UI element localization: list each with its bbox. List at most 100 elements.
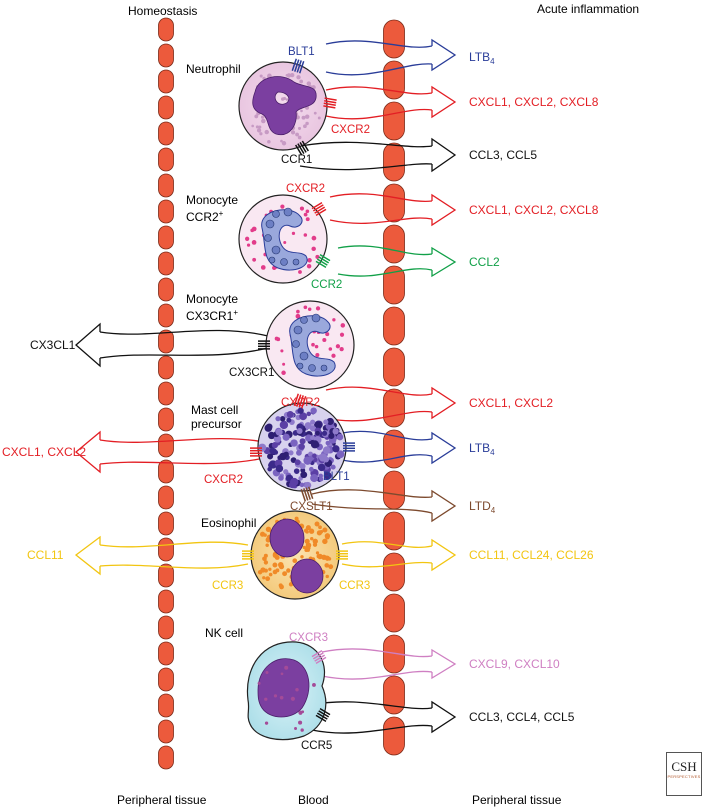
granule	[305, 114, 310, 119]
chromatin	[320, 364, 328, 372]
granule	[301, 115, 306, 120]
granule	[332, 318, 336, 322]
granule	[265, 576, 271, 582]
granule	[260, 567, 266, 573]
receptor-ccr1: CCR1	[281, 154, 313, 166]
receptor-cxslt1: CXSLT1	[290, 501, 333, 513]
granule	[299, 482, 305, 488]
granule	[298, 443, 305, 450]
ligand-cxcl1-cxcl2-left: CXCL1, CXCL2	[2, 445, 87, 459]
nk-cell	[246, 641, 327, 741]
monocyte-ccr2-cell	[238, 194, 328, 284]
granule	[322, 337, 327, 343]
peripheral-tissue-vessel-segment	[158, 745, 174, 770]
granule	[285, 73, 289, 77]
granule	[303, 212, 308, 217]
granule	[305, 121, 309, 126]
peripheral-tissue-vessel-segment	[158, 537, 174, 562]
granule	[259, 74, 263, 78]
neutrophil-cell	[238, 61, 328, 151]
header-acute-inflammation: Acute inflammation	[537, 2, 640, 16]
granule	[252, 257, 257, 262]
granule	[275, 416, 281, 422]
arrow-ccl11-ccl24-ccl26	[341, 538, 457, 572]
receptor-ccr5: CCR5	[301, 740, 333, 752]
granule	[307, 307, 312, 311]
granule	[305, 217, 310, 222]
cell-label-neutrophil: Neutrophil	[186, 62, 241, 76]
granule	[303, 305, 308, 310]
granule	[285, 98, 289, 101]
peripheral-tissue-vessel	[158, 17, 174, 770]
granule	[297, 135, 302, 140]
blood-vessel-segment	[383, 265, 405, 305]
monocyte-cx3cr1-cell	[265, 300, 355, 390]
granule	[278, 475, 284, 481]
granule	[296, 450, 302, 456]
chromatin	[296, 362, 304, 370]
granule	[290, 130, 296, 135]
granule	[297, 126, 302, 130]
granule	[278, 583, 283, 588]
peripheral-tissue-vessel-segment	[158, 381, 174, 406]
granule	[273, 435, 282, 443]
granule	[311, 342, 315, 347]
peripheral-tissue-vessel-segment	[158, 485, 174, 510]
ligand-ltb4-1: LTB4	[469, 50, 495, 66]
arrow-ccl2	[337, 245, 457, 278]
granule	[292, 558, 298, 564]
granule	[265, 423, 273, 431]
chromatin	[268, 256, 276, 264]
ccr2-receptor-icon	[315, 254, 331, 268]
cxcr2-mast-top-receptor-icon	[293, 393, 307, 409]
granule	[298, 720, 303, 725]
granule	[268, 462, 274, 468]
granule	[259, 531, 266, 537]
granule	[280, 139, 283, 143]
peripheral-tissue-vessel-segment	[158, 511, 174, 536]
granule	[254, 114, 259, 119]
granule	[279, 420, 289, 430]
granule	[251, 124, 254, 128]
granule	[319, 529, 324, 534]
ligand-cxcl1-cxcl2-cxcl8-2: CXCL1, CXCL2, CXCL8	[469, 203, 599, 217]
granule	[277, 562, 284, 568]
granule	[294, 459, 301, 466]
arrow-cxcl9-cxcl10	[321, 648, 457, 680]
granule	[265, 543, 269, 547]
granule	[294, 726, 298, 730]
granule	[314, 344, 319, 349]
receptors	[242, 58, 355, 722]
granule	[306, 548, 310, 552]
granule	[296, 75, 301, 80]
granule	[290, 439, 298, 447]
receptor-blt1-neutrophil: BLT1	[288, 46, 315, 58]
granule	[312, 538, 318, 544]
granule	[300, 109, 303, 113]
ccr3-right-receptor-icon	[336, 550, 348, 560]
granule	[314, 521, 320, 527]
granule	[308, 528, 315, 534]
arrow-ccl11-left	[74, 535, 249, 576]
granule	[265, 671, 269, 675]
ccr1-receptor-icon	[295, 140, 309, 156]
footer-peripheral-tissue-right: Peripheral tissue	[472, 793, 562, 807]
granule	[281, 141, 287, 146]
peripheral-tissue-vessel-segment	[158, 719, 174, 744]
granule	[280, 349, 284, 353]
granule	[303, 124, 307, 129]
blood-vessel-segment	[383, 183, 405, 223]
cxcr2-neutrophil-receptor-icon	[323, 97, 337, 109]
blood-vessel-segment	[383, 593, 405, 633]
granule	[251, 240, 257, 245]
granule	[290, 72, 295, 78]
granule	[317, 463, 326, 472]
granule	[332, 445, 340, 453]
granule	[308, 466, 314, 472]
peripheral-tissue-vessel-segment	[158, 43, 174, 68]
granule	[282, 362, 286, 366]
granule	[332, 428, 339, 435]
granule	[324, 533, 331, 539]
